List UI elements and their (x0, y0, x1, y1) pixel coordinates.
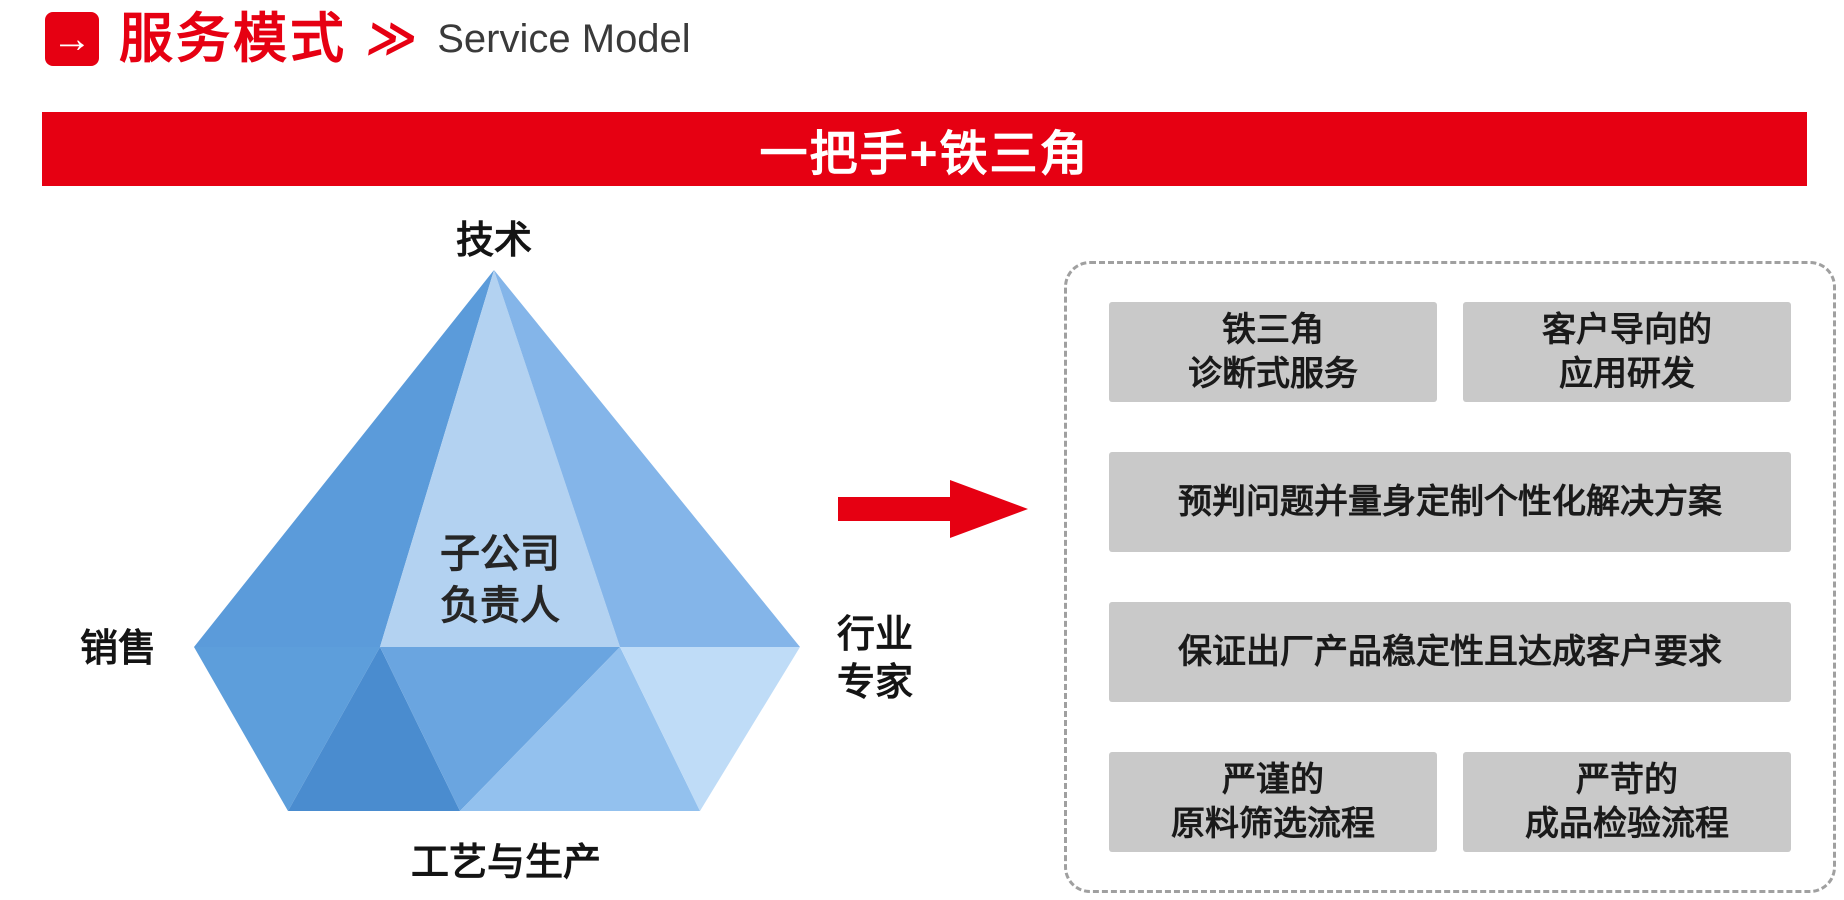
box-line: 应用研发 (1559, 355, 1695, 393)
panel-row-1: 铁三角 诊断式服务 客户导向的 应用研发 (1109, 302, 1791, 402)
label-process-production: 工艺与生产 (410, 842, 602, 884)
box-line: 原料筛选流程 (1171, 805, 1375, 843)
panel-box-finished-product-inspection: 严苛的 成品检验流程 (1463, 752, 1791, 852)
label-industry-expert-line1: 行业 (836, 614, 914, 656)
page-header: → 服务模式 ≫ Service Model (45, 12, 691, 66)
diamond-facet-upper-right (494, 270, 800, 647)
panel-row-3: 保证出厂产品稳定性且达成客户要求 (1109, 602, 1791, 702)
box-line: 铁三角 (1222, 310, 1324, 349)
panel-row-4: 严谨的 原料筛选流程 严苛的 成品检验流程 (1109, 752, 1791, 852)
page-title-cn: 服务模式 (119, 9, 347, 69)
diamond-facet-upper-center (380, 270, 620, 647)
service-panel: 铁三角 诊断式服务 客户导向的 应用研发 预判问题并量身定制个性化解决方案 保证… (1064, 261, 1836, 893)
box-line: 严谨的 (1222, 760, 1324, 799)
label-technology: 技术 (455, 220, 533, 262)
label-sales: 销售 (79, 628, 157, 670)
panel-box-raw-material-screening: 严谨的 原料筛选流程 (1109, 752, 1437, 852)
box-line: 预判问题并量身定制个性化解决方案 (1178, 482, 1722, 521)
label-industry-expert-line2: 专家 (836, 661, 914, 704)
diamond-graphic (194, 270, 800, 811)
arrow-glyph: → (52, 17, 92, 61)
box-line: 成品检验流程 (1525, 805, 1729, 843)
panel-row-2: 预判问题并量身定制个性化解决方案 (1109, 452, 1791, 552)
panel-box-custom-solutions: 预判问题并量身定制个性化解决方案 (1109, 452, 1791, 552)
panel-box-customer-rd: 客户导向的 应用研发 (1463, 302, 1791, 402)
flow-arrow-shape (838, 480, 1028, 538)
flow-arrow-icon (838, 480, 1028, 538)
red-arrow-logo-icon: → (45, 12, 99, 66)
panel-box-product-stability: 保证出厂产品稳定性且达成客户要求 (1109, 602, 1791, 702)
banner-text: 一把手+铁三角 (759, 128, 1090, 181)
label-subsidiary-head: 子公司 负责人 (440, 528, 560, 632)
label-industry-expert: 行业 专家 (837, 612, 913, 707)
box-line: 诊断式服务 (1188, 355, 1358, 393)
label-subsidiary-head-line1: 子公司 (440, 532, 560, 576)
double-chevron-icon: ≫ (363, 12, 422, 65)
page-title-en: Service Model (437, 17, 691, 61)
box-line: 保证出厂产品稳定性且达成客户要求 (1178, 632, 1722, 671)
diamond-facet-lower-far-right (620, 647, 800, 811)
panel-box-iron-triangle: 铁三角 诊断式服务 (1109, 302, 1437, 402)
diamond-facet-upper-left (194, 270, 494, 647)
box-line: 严苛的 (1576, 760, 1678, 799)
banner: 一把手+铁三角 (42, 112, 1807, 186)
diamond-facet-lower-far-left (194, 647, 380, 811)
box-line: 客户导向的 (1542, 310, 1712, 349)
label-subsidiary-head-line2: 负责人 (440, 584, 560, 628)
diamond-facet-lower-center (380, 647, 620, 811)
diamond-facet-lower-left (288, 647, 460, 811)
